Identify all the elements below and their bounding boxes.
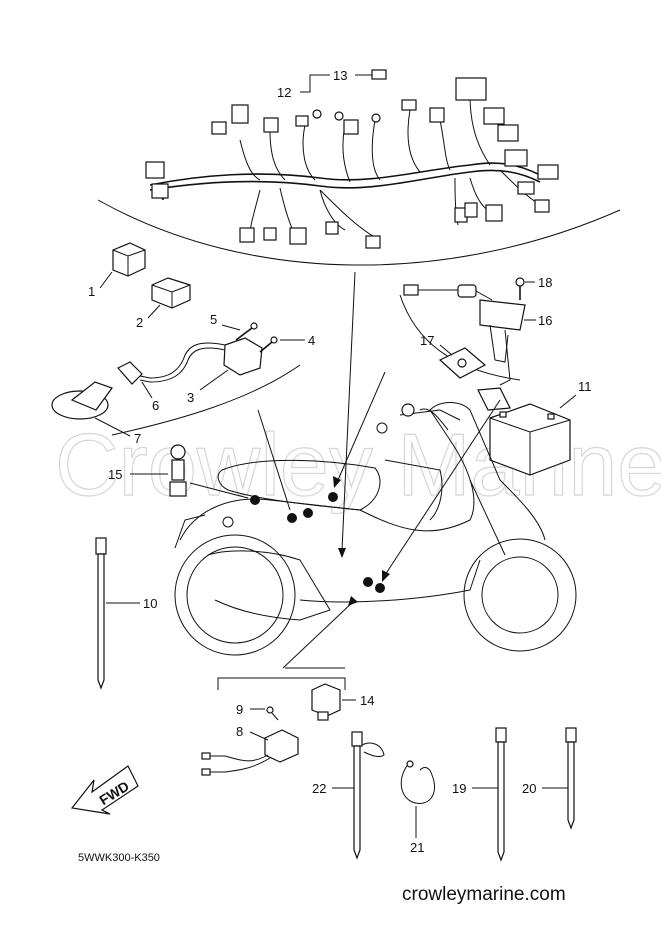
callout-11: 11 [578, 379, 592, 394]
relay-1 [112, 242, 146, 277]
callout-7: 7 [134, 431, 141, 446]
scooter-body [174, 402, 577, 656]
callout-16: 16 [538, 313, 552, 328]
cable-tie-20 [565, 727, 577, 830]
callout-22: 22 [312, 781, 326, 796]
bolt-5 [235, 322, 258, 341]
cable-tie-19 [495, 727, 507, 862]
callout-2: 2 [136, 315, 143, 330]
callout-21: 21 [410, 840, 424, 855]
location-dot [303, 508, 313, 518]
callout-20: 20 [522, 781, 536, 796]
callout-12: 12 [277, 85, 291, 100]
clip-21 [400, 760, 435, 804]
diagram-code: 5WWK300-K350 [78, 852, 160, 864]
site-url: crowleymarine.com [402, 884, 566, 905]
bolt-18 [515, 277, 525, 300]
location-dot [328, 492, 338, 502]
screw-9 [266, 706, 279, 721]
fwd-arrow-icon: FWD [70, 765, 139, 815]
right-group-arc [399, 294, 521, 381]
callout-1: 1 [88, 284, 95, 299]
bracket-16 [479, 299, 526, 386]
cable-tie-10 [95, 537, 107, 690]
battery-11 [489, 403, 571, 476]
cable-tie-22 [351, 731, 385, 860]
wire-harness [145, 77, 559, 249]
fuel-pipe [477, 387, 511, 411]
bolt-4 [259, 336, 278, 353]
callout-18: 18 [538, 275, 552, 290]
callout-9: 9 [236, 702, 243, 717]
callout-6: 6 [152, 398, 159, 413]
location-dot [363, 577, 373, 587]
location-dot [375, 583, 385, 593]
leader-arrows [189, 271, 501, 690]
spark-plug-cap [117, 361, 143, 385]
harness-group-arc [97, 199, 621, 266]
callout-14: 14 [360, 693, 374, 708]
left-group-arc [111, 364, 301, 436]
callout-10: 10 [143, 596, 157, 611]
fuse [371, 69, 387, 80]
ignition-coil [139, 337, 263, 383]
callout-8: 8 [236, 724, 243, 739]
callout-17: 17 [420, 333, 434, 348]
relay-2 [151, 277, 191, 309]
callout-19: 19 [452, 781, 466, 796]
callout-4: 4 [308, 333, 315, 348]
callout-15: 15 [108, 467, 122, 482]
sensor-lead [403, 284, 493, 301]
rubber-cover [51, 381, 113, 420]
location-dot [287, 513, 297, 523]
callout-13: 13 [333, 68, 347, 83]
callout-5: 5 [210, 312, 217, 327]
callout-3: 3 [187, 390, 194, 405]
location-dot [250, 495, 260, 505]
coupler-15 [169, 444, 187, 497]
leader-12 [300, 74, 330, 93]
unit-8 [201, 729, 299, 776]
damper-17 [438, 347, 487, 379]
relay-14 [311, 683, 341, 721]
